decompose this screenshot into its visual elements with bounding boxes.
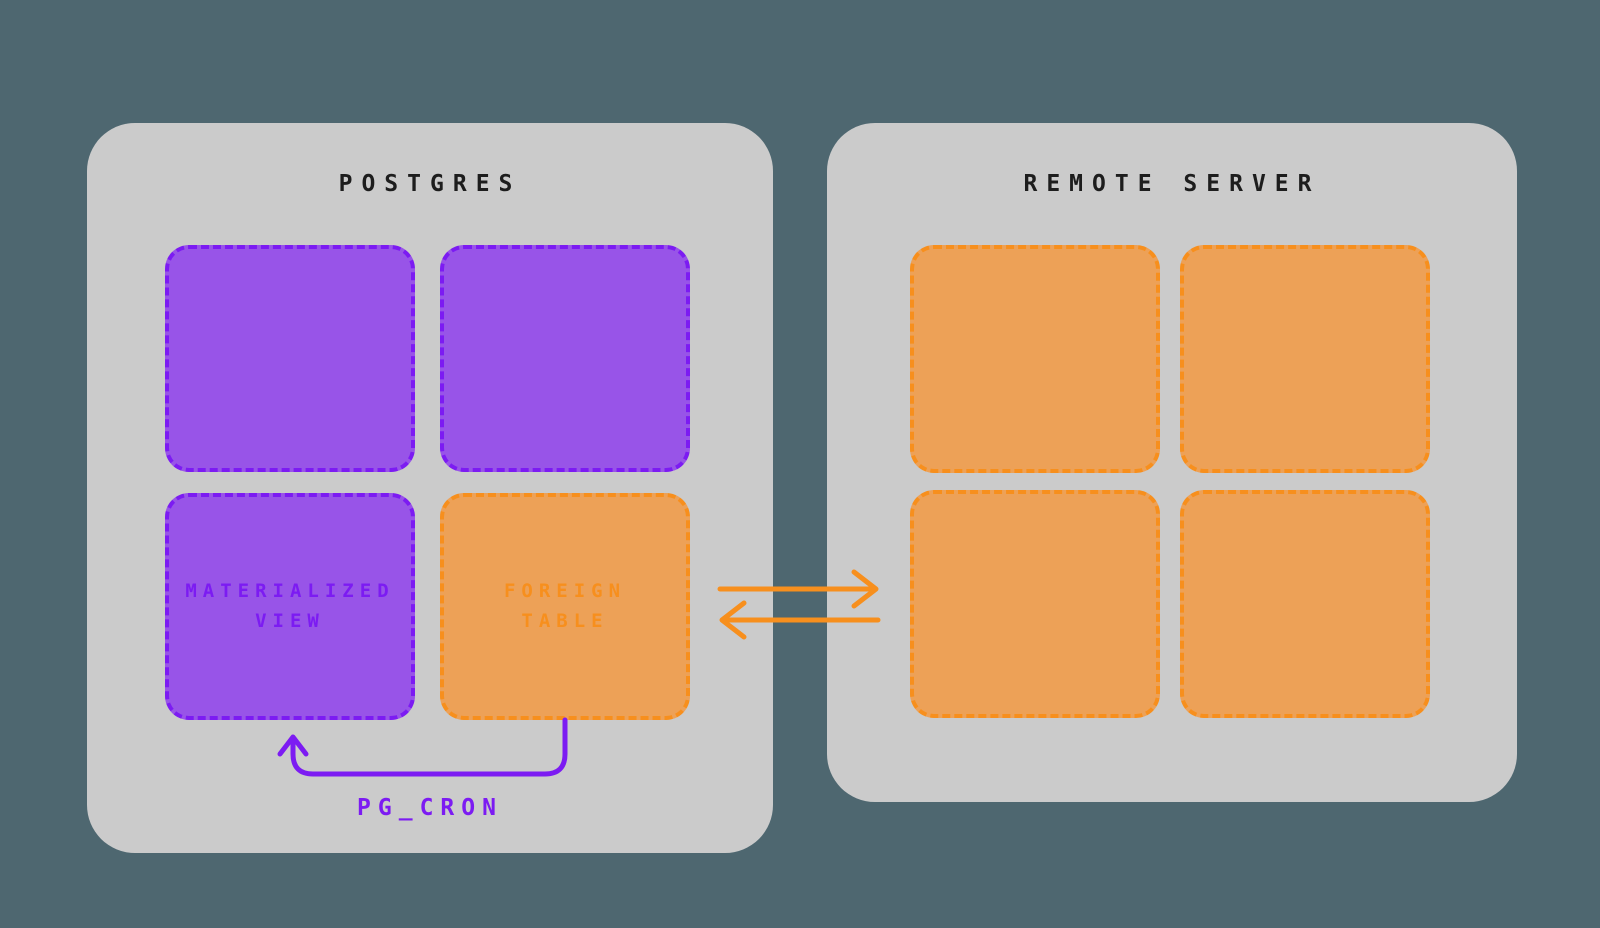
label-line: MATERIALIZED (185, 580, 395, 603)
remote-server-container: REMOTE SERVER (827, 123, 1517, 802)
remote-table-box-1 (910, 245, 1160, 473)
postgres-table-box-1 (165, 245, 415, 472)
remote-table-box-2 (1180, 245, 1430, 473)
pg-cron-label: PG_CRON (357, 795, 503, 821)
postgres-title: POSTGRES (338, 171, 522, 197)
postgres-container: POSTGRES MATERIALIZED VIEW FOREIGN TABLE… (87, 123, 773, 853)
label-line: VIEW (255, 609, 325, 632)
remote-server-grid (910, 245, 1430, 718)
remote-table-box-4 (1180, 490, 1430, 718)
label-line: TABLE (521, 609, 609, 632)
remote-table-box-3 (910, 490, 1160, 718)
label-line: FOREIGN (503, 580, 627, 603)
remote-server-title: REMOTE SERVER (1023, 171, 1321, 197)
foreign-table-box: FOREIGN TABLE (440, 493, 690, 720)
foreign-table-label: FOREIGN TABLE (504, 577, 626, 636)
materialized-view-box: MATERIALIZED VIEW (165, 493, 415, 720)
postgres-grid: MATERIALIZED VIEW FOREIGN TABLE (165, 245, 690, 720)
postgres-table-box-2 (440, 245, 690, 472)
materialized-view-label: MATERIALIZED VIEW (185, 577, 394, 636)
